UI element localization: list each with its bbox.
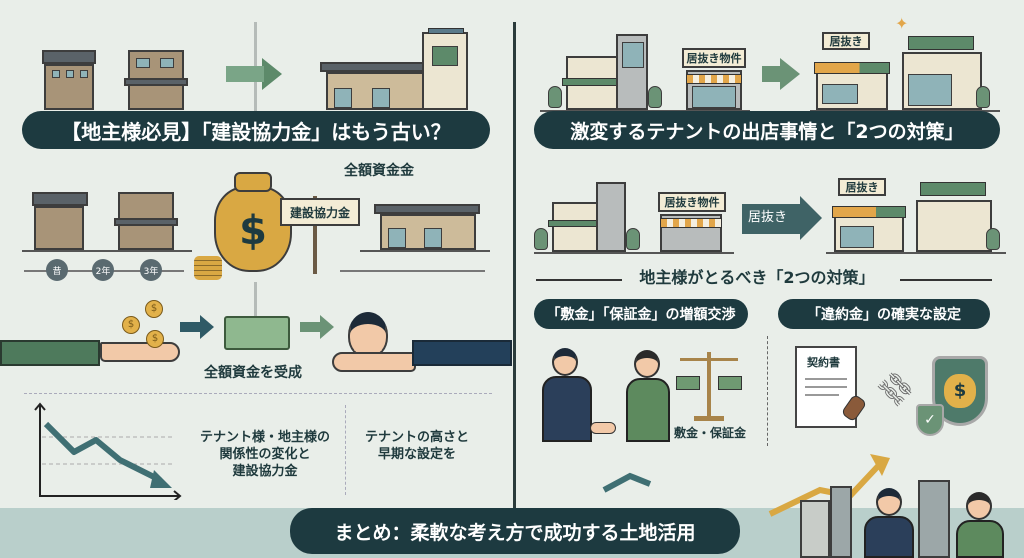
- contract-label: 契約書: [807, 356, 840, 369]
- vacant-shop-sign: 居抜き物件: [658, 192, 726, 212]
- balance-scale-icon: [676, 346, 742, 422]
- banknote-icon: [224, 316, 290, 350]
- receiver-arm: [412, 340, 512, 366]
- signpost: [313, 196, 317, 274]
- coin-icon: $: [145, 300, 163, 318]
- arrow-shaft: [226, 66, 264, 82]
- timeline-marker: 昔: [46, 259, 68, 281]
- inherited-arrow-label: 居抜き: [748, 210, 788, 225]
- new-tenant-sign: 居抜き: [822, 32, 870, 50]
- timeline-axis-right: [340, 270, 485, 272]
- chart-axes: [39, 404, 180, 497]
- businessman-avatar: [348, 312, 388, 358]
- dashed-divider: [24, 393, 492, 394]
- vacant-shop-sign: 居抜き物件: [682, 48, 746, 68]
- dashed-divider-vertical: [767, 336, 768, 446]
- summary-banner: まとめ：柔軟な考え方で成功する土地活用: [290, 508, 740, 554]
- giver-hand: [100, 342, 180, 362]
- coin-icon: $: [146, 330, 164, 348]
- trend-arrowhead: [150, 470, 172, 488]
- arrow-right-icon: [320, 315, 334, 339]
- trend-line: [43, 421, 162, 483]
- heading-rule: [900, 279, 992, 281]
- arrow-shaft: [762, 66, 782, 82]
- left-divider: [254, 22, 257, 142]
- broken-chain-icon: ⛓: [871, 364, 921, 413]
- receiver-hand: [332, 352, 416, 372]
- heading-rule: [536, 279, 622, 281]
- section-heading: 地主様がとるべき「2つの対策」: [639, 268, 875, 287]
- measure-deposit-label: 「敷金」「保証金」の増額交渉: [546, 307, 736, 323]
- new-tenant-sign: 居抜き: [838, 178, 886, 196]
- arrow-right-icon: [780, 58, 800, 90]
- arrow-shaft: [180, 322, 202, 332]
- arrow-right-icon: [262, 58, 282, 90]
- chart-axis-arrowheads: [34, 402, 182, 500]
- businessman-avatar: [876, 488, 902, 516]
- shield-check-icon: ✓: [916, 404, 944, 436]
- money-bag-icon: $: [214, 186, 292, 272]
- dashed-divider-vertical: [345, 405, 346, 495]
- arrow-shaft: [300, 322, 322, 332]
- measure-deposit-pill: 「敷金」「保証金」の増額交渉: [534, 299, 748, 329]
- businessman-body: [864, 516, 914, 558]
- relationship-change-text: テナント様・地主様の 関係性の変化と 建設協力金: [199, 430, 330, 479]
- scale-caption: 敷金・保証金: [674, 426, 747, 440]
- money-bag-tie: [234, 172, 272, 192]
- inherited-arrow: [742, 204, 802, 234]
- coin-stack-icon: [194, 256, 222, 280]
- left-divider-lower: [254, 282, 257, 322]
- measure-penalty-pill: 「違約金」の確実な設定: [778, 299, 990, 329]
- summary-text: まとめ：柔軟な考え方で成功する土地活用: [334, 521, 696, 544]
- panel-divider: [513, 22, 516, 508]
- declining-trend-chart: [34, 402, 182, 500]
- right-title-banner: 激変するテナントの出店事情と「2つの対策」: [534, 111, 1000, 149]
- timeline-marker: 3年: [140, 259, 162, 281]
- businesswoman-body: [956, 520, 1004, 558]
- giver-arm: [0, 340, 100, 366]
- shield-money-icon: $: [932, 356, 988, 426]
- sparkle-icon: ✦: [895, 14, 909, 33]
- measure-penalty-label: 「違約金」の確実な設定: [807, 307, 961, 323]
- early-setting-text: テナントの高さと 早期な設定を: [364, 430, 469, 462]
- arrow-right-icon: [800, 196, 822, 240]
- construction-fund-sign: 建設協力金: [280, 198, 360, 226]
- sign-caption: 全額資金金: [344, 163, 414, 179]
- businesswoman-avatar: [966, 492, 992, 520]
- coin-icon: $: [122, 316, 140, 334]
- arrow-right-icon: [200, 315, 214, 339]
- left-title: 【地主様必見】「建設協力金」はもう古い？: [61, 119, 451, 144]
- timeline-marker: 2年: [92, 259, 114, 281]
- right-title: 激変するテナントの出店事情と「2つの対策」: [570, 120, 964, 143]
- money-caption: 全額資金を受成: [204, 365, 302, 381]
- left-title-banner: 【地主様必見】「建設協力金」はもう古い？: [22, 111, 490, 149]
